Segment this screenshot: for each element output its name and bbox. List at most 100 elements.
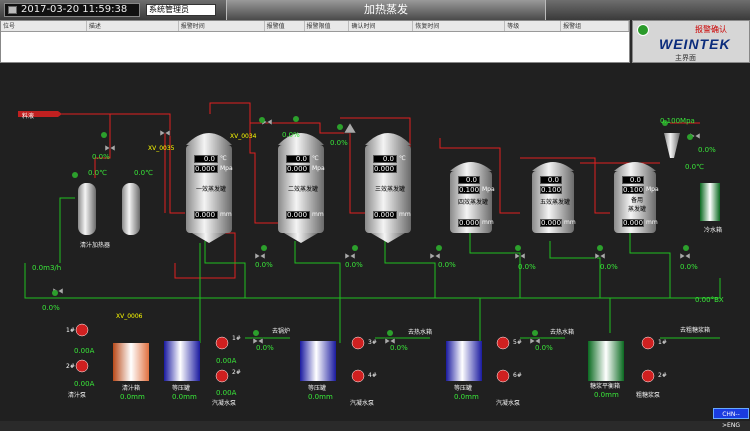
tank1-p2: 2# — [232, 369, 241, 376]
evap1-level: 0.000 — [194, 211, 218, 219]
alarm-ack-button[interactable]: 报警确认 — [695, 25, 727, 34]
process-canvas: 料液 0.0% 0.0℃ 0.0℃ XV_0035 XV_0034 清汁加热器 … — [0, 63, 750, 421]
evap1-label: 一效蒸发罐 — [196, 186, 227, 193]
tank1-level: 0.0mm — [172, 393, 197, 401]
unit-pressure-2: Mpa — [312, 165, 325, 172]
feed-valve-pct: 0.0% — [92, 153, 110, 161]
flow-valve-pct: 0.0% — [42, 304, 60, 312]
col-limit: 报警限值 — [305, 21, 350, 31]
evap6-temp: 0.0 — [622, 176, 644, 184]
juice-tank-label: 清汁箱 — [122, 385, 141, 392]
unit-level-6: mm — [646, 219, 658, 226]
evap6-bottom-valve: 0.0% — [680, 263, 698, 271]
evap6-level: 0.000 — [622, 219, 644, 227]
evap5-bottom-valve: 0.0% — [600, 263, 618, 271]
process-diagram — [18, 102, 721, 383]
evap2-temp: 0.0 — [286, 155, 310, 163]
evap2-level: 0.000 — [286, 211, 310, 219]
evap3-temp: 0.0 — [373, 155, 397, 163]
unit-temp-3: ℃ — [399, 155, 406, 162]
unit-level-5: mm — [564, 219, 576, 226]
evap1-pressure: 0.000 — [194, 165, 218, 173]
evap1-bottom-valve: 0.0% — [255, 261, 273, 269]
tank3-p2: 6# — [513, 372, 522, 379]
right-panel: 报警确认 WEINTEK 主界面 — [632, 20, 750, 63]
weintek-logo: WEINTEK — [659, 36, 731, 52]
tank4-pump-label: 粗糖浆泵 — [636, 392, 661, 399]
unit-pressure-1: Mpa — [220, 165, 233, 172]
preheater-label: 清汁加热器 — [80, 242, 111, 249]
evap4-temp: 0.0 — [458, 176, 480, 184]
col-level: 等级 — [505, 21, 562, 31]
preheater-temp-1: 0.0℃ — [88, 169, 107, 177]
tank1-valve: 0.0% — [256, 344, 274, 352]
juice-pump1-current: 0.00A — [74, 347, 95, 355]
tank1-label: 等压罐 — [172, 385, 191, 392]
col-group: 报警组 — [561, 21, 630, 31]
alarm-ack-icon[interactable] — [637, 24, 649, 36]
tank1-dest: 去锅炉 — [272, 328, 291, 335]
evap2-pressure: 0.000 — [286, 165, 310, 173]
home-button[interactable]: 主界面 — [675, 54, 696, 62]
evap4-bottom-valve: 0.0% — [518, 263, 536, 271]
unit-level-4: mm — [482, 219, 494, 226]
juice-valve-tag: XV_0006 — [116, 313, 143, 320]
evap5-temp: 0.0 — [540, 176, 562, 184]
language-toggle-button[interactable]: CHN-->ENG — [713, 408, 749, 429]
evap3-bottom-valve: 0.0% — [438, 261, 456, 269]
col-tag: 位号 — [1, 21, 87, 31]
tank3-dest: 去热水箱 — [550, 329, 575, 336]
tank1-p1: 1# — [232, 335, 241, 342]
tank3-p1: 5# — [513, 339, 522, 346]
user-display: 系统管理员 — [146, 4, 216, 16]
evap3-label: 三效蒸发罐 — [375, 186, 406, 193]
evap4-pressure: 0.100 — [458, 186, 480, 194]
evap6-label: 备用 蒸发罐 — [628, 197, 647, 213]
juice-pump-label: 清汁泵 — [68, 392, 87, 399]
calendar-icon — [8, 6, 17, 14]
juice-tank-level: 0.0mm — [120, 393, 145, 401]
tank1-pump-label: 汽凝水泵 — [212, 400, 237, 407]
col-alarm-time: 报警时间 — [179, 21, 265, 31]
tank4-p1: 1# — [658, 339, 667, 346]
col-recover-time: 恢复时间 — [413, 21, 506, 31]
tank3-valve: 0.0% — [535, 344, 553, 352]
tank1-pump2-current: 0.00A — [216, 389, 237, 397]
separator-valve: 0.0% — [698, 146, 716, 154]
preheater-temp-2: 0.0℃ — [134, 169, 153, 177]
evap3-valve: 0.0% — [330, 139, 348, 147]
evap3-level: 0.000 — [373, 211, 397, 219]
unit-temp-1: ℃ — [220, 155, 227, 162]
tank2-dest: 去热水箱 — [408, 329, 433, 336]
tank2-valve: 0.0% — [390, 344, 408, 352]
juice-pump2-id: 2# — [66, 363, 75, 370]
title-bar: 2017-03-20 11:59:38 系统管理员 加热蒸发 — [0, 0, 750, 20]
juice-pump2-current: 0.00A — [74, 380, 95, 388]
valve-tag-2: XV_0034 — [230, 133, 257, 140]
feed-label: 料液 — [22, 113, 35, 120]
tank2-p2: 4# — [368, 372, 377, 379]
tank2-label: 等压罐 — [308, 385, 327, 392]
alarm-table[interactable]: 位号 描述 报警时间 报警值 报警限值 确认时间 恢复时间 等级 报警组 — [0, 20, 630, 63]
separator-pressure: 0.100Mpa — [660, 117, 695, 125]
evap2-label: 二效蒸发罐 — [288, 186, 319, 193]
evap3-pressure: 0.000 — [373, 165, 397, 173]
evap4-level: 0.000 — [458, 219, 480, 227]
tank4-level: 0.0mm — [594, 391, 619, 399]
tank2-level: 0.0mm — [308, 393, 333, 401]
unit-pressure-6: Mpa — [646, 186, 659, 193]
evap1-temp: 0.0 — [194, 155, 218, 163]
col-alarm-value: 报警值 — [265, 21, 305, 31]
col-ack-time: 确认时间 — [349, 21, 414, 31]
juice-pump1-id: 1# — [66, 327, 75, 334]
datetime-display: 2017-03-20 11:59:38 — [4, 3, 140, 17]
evap2-bottom-valve: 0.0% — [345, 261, 363, 269]
unit-level-1: mm — [220, 211, 232, 218]
col-desc: 描述 — [87, 21, 179, 31]
unit-pressure-4: Mpa — [482, 186, 495, 193]
alarm-table-header: 位号 描述 报警时间 报警值 报警限值 确认时间 恢复时间 等级 报警组 — [1, 21, 630, 32]
evap5-pressure: 0.100 — [540, 186, 562, 194]
unit-temp-2: ℃ — [312, 155, 319, 162]
unit-level-3: mm — [399, 211, 411, 218]
valve-tag-1: XV_0035 — [148, 145, 175, 152]
